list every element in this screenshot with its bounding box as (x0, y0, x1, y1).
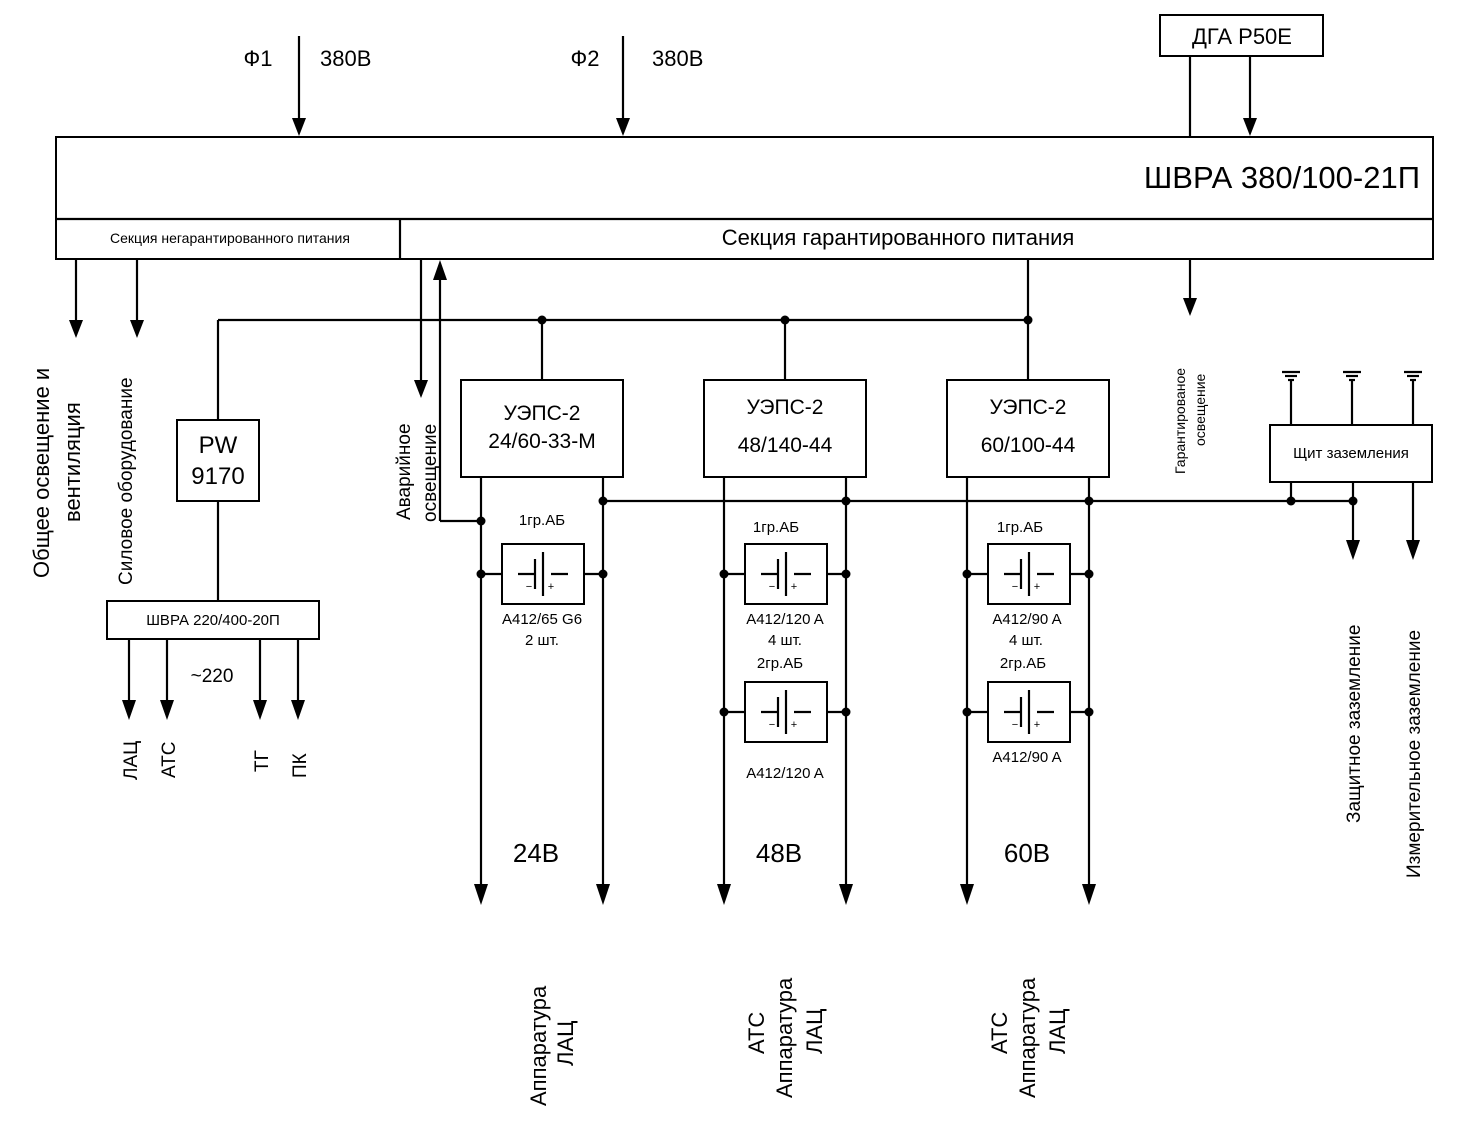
consumer-label: АТС (987, 1012, 1012, 1054)
phase2-voltage: 380В (652, 46, 703, 71)
battery-model-2: A412/120 A (746, 765, 824, 782)
consumer-label: Аппаратура (526, 985, 551, 1106)
measuring-ground-label: Измерительное заземление (1404, 630, 1425, 878)
consumer-label: АТС (744, 1012, 769, 1054)
battery-group-1-label: 1гр.АБ (997, 519, 1043, 536)
output-voltage: 60В (1004, 838, 1050, 868)
guaranteed-light-label-2: освещение (1192, 373, 1208, 446)
rectifier-box (703, 379, 867, 478)
battery-group-2-label: 2гр.АБ (757, 655, 803, 672)
consumer-label: Аппаратура (772, 977, 797, 1098)
rectifier-box (946, 379, 1110, 478)
power-equipment-arrow (130, 259, 144, 338)
inverter-label-2: 9170 (191, 463, 244, 490)
consumer-label: Аппаратура (1015, 977, 1040, 1098)
rectifier-48v: УЭПС-2 48/140-44 1гр.АБ A412/120 A 4 шт.… (703, 379, 867, 1098)
grounding-panel: Щит заземления Защитное заземление Измер… (1269, 370, 1433, 878)
rectifier-title: УЭПС-2 (747, 396, 824, 419)
sub-load-ats: АТС (159, 741, 180, 778)
sub-load-pk: ПК (290, 753, 311, 778)
consumer-label: ЛАЦ (802, 1009, 827, 1054)
sub-panel-title: ШВРА 220/400-20П (146, 612, 280, 629)
battery-icon (986, 542, 1072, 606)
battery-icon (986, 680, 1072, 744)
phase1-arrow (292, 36, 306, 136)
emergency-light-label-2: освещение (420, 424, 441, 522)
battery-group-1-label: 1гр.АБ (753, 519, 799, 536)
phase1-voltage: 380В (320, 46, 371, 71)
sub-load-lac: ЛАЦ (121, 741, 142, 780)
phase2-label: Ф2 (571, 46, 600, 71)
generator-label: ДГА Р50Е (1192, 24, 1292, 49)
phase2-arrow (616, 36, 630, 136)
rectifier-model: 60/100-44 (981, 434, 1076, 457)
battery-model: A412/90 A (992, 611, 1061, 628)
generator-link (1188, 56, 1257, 137)
consumer-label: ЛАЦ (553, 1021, 578, 1066)
battery-icon (743, 542, 829, 606)
guaranteed-light-label-1: Гарантированое (1172, 368, 1188, 474)
inverter-box (176, 419, 260, 502)
general-light-label-2: вентиляция (60, 402, 85, 522)
generator-box (1159, 14, 1324, 57)
sub-panel-outputs (122, 639, 305, 720)
rectifier-model: 48/140-44 (738, 434, 833, 457)
rectifier-box (460, 379, 624, 478)
section-guaranteed: Секция гарантированного питания (722, 225, 1075, 250)
main-panel-title: ШВРА 380/100-21П (1144, 160, 1420, 195)
battery-group-2-label: 2гр.АБ (1000, 655, 1046, 672)
battery-model: A412/120 A (746, 611, 824, 628)
output-voltage: 24В (513, 838, 559, 868)
phase1-label: Ф1 (244, 46, 273, 71)
battery-icon (500, 542, 586, 606)
sub-load-tg: ТГ (252, 750, 273, 772)
rectifier-24v: УЭПС-2 24/60-33-М 1гр.АБ A412/65 G6 2 шт… (460, 379, 624, 1106)
positive-bus (598, 496, 1358, 506)
emergency-feedback-line (433, 260, 481, 523)
rectifier-60v: УЭПС-2 60/100-44 1гр.АБ A412/90 A 4 шт. … (946, 379, 1110, 1098)
battery-qty: 4 шт. (1009, 632, 1043, 649)
emergency-light-arrow (414, 259, 428, 398)
main-panel (55, 136, 1434, 260)
general-light-label-1: Общее освещение и (29, 368, 54, 578)
grounding-box (1269, 424, 1433, 483)
rectifier-model: 24/60-33-М (488, 430, 595, 453)
rectifier-title: УЭПС-2 (504, 402, 581, 425)
guaranteed-light-arrow (1183, 259, 1197, 316)
emergency-light-label-1: Аварийное (394, 423, 415, 520)
inverter-label-1: PW (199, 432, 238, 459)
section-nonguaranteed: Секция негарантированного питания (110, 230, 350, 246)
ground-icon (1280, 370, 1302, 382)
power-equipment-label: Силовое оборудование (116, 377, 137, 585)
battery-group-1-label: 1гр.АБ (519, 512, 565, 529)
protective-ground-label: Защитное заземление (1344, 625, 1365, 823)
general-light-arrow (69, 259, 83, 338)
consumer-label: ЛАЦ (1045, 1009, 1070, 1054)
battery-model: A412/65 G6 (502, 611, 582, 628)
output-voltage: 48В (756, 838, 802, 868)
ground-icon (1402, 370, 1424, 382)
battery-model-2: A412/90 A (992, 749, 1061, 766)
battery-qty: 2 шт. (525, 632, 559, 649)
rectifier-title: УЭПС-2 (990, 396, 1067, 419)
ground-icon (1341, 370, 1363, 382)
grounding-panel-label: Щит заземления (1293, 445, 1409, 462)
sub-panel-box (106, 600, 320, 640)
guaranteed-bus (216, 259, 1033, 420)
sub-panel-voltage: ~220 (191, 666, 234, 687)
battery-icon (743, 680, 829, 744)
battery-qty: 4 шт. (768, 632, 802, 649)
